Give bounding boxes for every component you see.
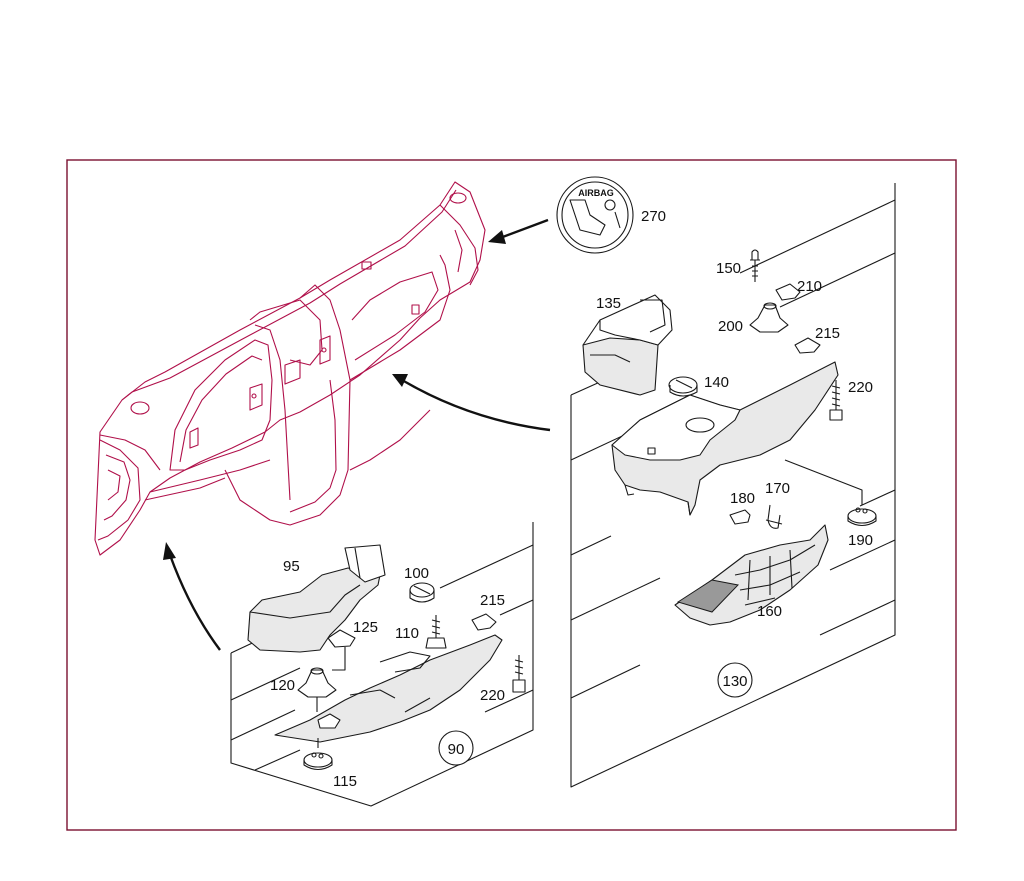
callout-220-left: 220	[480, 687, 505, 704]
callout-215-right: 215	[815, 325, 840, 342]
callout-215-left: 215	[480, 592, 505, 609]
callout-120: 120	[270, 677, 295, 694]
assembly-130: 135 140 150 210 200 215 220 180	[570, 183, 896, 788]
callout-270: 270	[641, 208, 666, 225]
callout-115: 115	[333, 773, 357, 790]
diagram-frame	[66, 159, 957, 831]
callout-190: 190	[848, 532, 873, 549]
callout-170: 170	[765, 480, 790, 497]
callout-210: 210	[797, 278, 822, 295]
callout-180: 180	[730, 490, 755, 507]
callout-125: 125	[353, 619, 378, 636]
callout-150: 150	[716, 260, 741, 277]
assembly-90: 95 100 215 125 110 220 120	[230, 522, 534, 807]
callout-90: 90	[448, 741, 465, 758]
dashboard-assembly	[94, 181, 486, 556]
callout-160: 160	[757, 603, 782, 620]
callout-95: 95	[283, 558, 300, 575]
callout-140: 140	[704, 374, 729, 391]
assembly-arrows	[163, 218, 551, 651]
callout-100: 100	[404, 565, 429, 582]
callout-220-right: 220	[848, 379, 873, 396]
callout-110: 110	[395, 625, 419, 642]
airbag-badge-text: AIRBAG	[578, 188, 614, 198]
callout-135: 135	[596, 295, 621, 312]
callout-130: 130	[722, 673, 747, 690]
callout-200: 200	[718, 318, 743, 335]
airbag-label-part: AIRBAG 270	[556, 176, 666, 254]
